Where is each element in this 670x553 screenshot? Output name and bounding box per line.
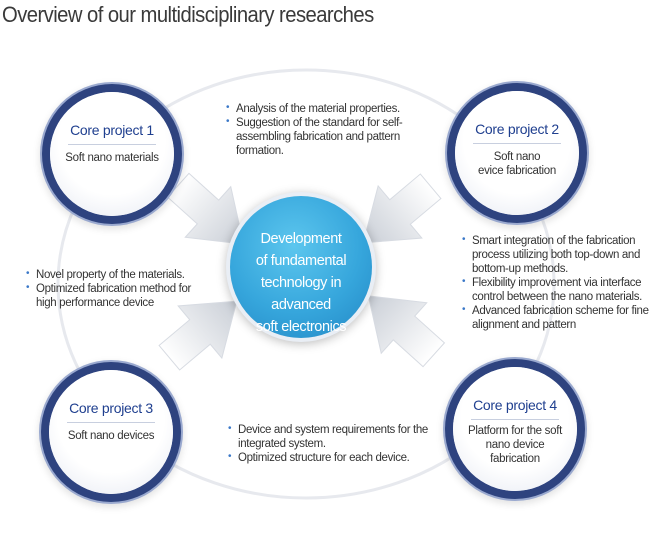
central-goal-text: Development of fundamental technology in…	[236, 228, 366, 338]
core-project-2: Core project 2 Soft nano evice fabricati…	[455, 91, 579, 215]
core-project-3: Core project 3 Soft nano devices	[49, 370, 173, 494]
arrow-from-core-3	[158, 300, 238, 371]
divider	[67, 422, 155, 423]
core-project-4-subtitle: Platform for the soft nano device fabric…	[467, 425, 563, 465]
central-goal-line: of fundamental	[255, 253, 347, 269]
bullets-left: Novel property of the materials. Optimiz…	[26, 267, 212, 310]
core-project-2-title: Core project 2	[475, 121, 559, 137]
list-item: Novel property of the materials.	[26, 267, 212, 282]
core-project-1-title: Core project 1	[70, 122, 154, 138]
list-item: Advanced fabrication scheme for fine ali…	[462, 303, 668, 332]
central-goal: Development of fundamental technology in…	[230, 196, 372, 338]
divider	[473, 143, 561, 144]
list-item: Device and system requirements for the i…	[228, 422, 428, 451]
list-item: Analysis of the material properties.	[226, 101, 436, 116]
core-project-4-title: Core project 4	[473, 397, 557, 413]
core-project-1-subtitle: Soft nano materials	[65, 152, 159, 164]
list-item: Suggestion of the standard for self-asse…	[226, 115, 436, 158]
arrow-from-core-1	[166, 172, 245, 245]
core-project-4: Core project 4 Platform for the soft nan…	[453, 367, 577, 491]
divider	[68, 144, 156, 145]
arrow-from-core-2	[362, 173, 442, 244]
list-item: Flexibility improvement via interface co…	[462, 275, 668, 304]
list-item: Optimized fabrication method for high pe…	[26, 281, 212, 310]
core-project-2-subtitle: Soft nano evice fabrication	[477, 151, 556, 177]
bullets-bottom: Device and system requirements for the i…	[228, 422, 428, 465]
central-goal-line: Development	[260, 231, 342, 247]
core-project-3-subtitle: Soft nano devices	[67, 430, 155, 442]
page-title: Overview of our multidisciplinary resear…	[2, 2, 374, 27]
central-goal-line: technology in advanced	[260, 275, 342, 313]
bullets-top: Analysis of the material properties. Sug…	[226, 101, 436, 158]
arrow-from-core-4	[367, 295, 446, 368]
divider	[471, 419, 559, 420]
list-item: Optimized structure for each device.	[228, 450, 428, 465]
core-project-3-title: Core project 3	[69, 400, 153, 416]
core-project-1: Core project 1 Soft nano materials	[50, 92, 174, 216]
bullets-right: Smart integration of the fabrication pro…	[462, 233, 668, 332]
list-item: Smart integration of the fabrication pro…	[462, 233, 668, 276]
central-goal-line: soft electronics	[255, 319, 347, 335]
